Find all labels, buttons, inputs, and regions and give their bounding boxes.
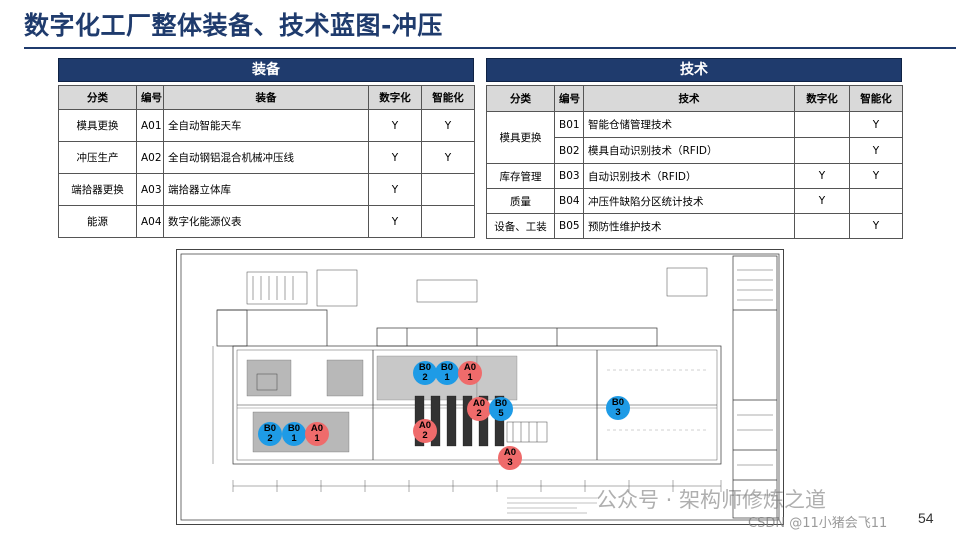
table-row: 模具更换 A01 全自动智能天车 Y Y [58,109,475,142]
cell-digital [794,213,850,239]
equipment-table: 分类 编号 装备 数字化 智能化 模具更换 A01 全自动智能天车 Y Y 冲压… [58,85,475,238]
table-row: 质量 B04 冲压件缺陷分区统计技术 Y [486,188,903,214]
col-equipment: 装备 [163,85,369,110]
cell-name: 模具自动识别技术（RFID） [583,137,795,164]
cell-name: 全自动智能天车 [163,109,369,142]
cell-code: B01 [554,111,584,138]
cell-smart: Y [849,111,903,138]
cell-code: B05 [554,213,584,239]
col-category: 分类 [58,85,137,110]
cell-smart [421,205,475,238]
technology-table: 分类 编号 技术 数字化 智能化 模具更换 B01 智能仓储管理技术 Y B02… [486,85,903,239]
col-smart: 智能化 [421,85,475,110]
cell-smart [421,173,475,206]
cell-smart: Y [421,141,475,174]
col-smart: 智能化 [849,85,903,112]
col-digital: 数字化 [368,85,422,110]
table-row: 端拾器更换 A03 端拾器立体库 Y [58,173,475,206]
cell-category: 设备、工装 [486,213,555,239]
table-row: 能源 A04 数字化能源仪表 Y [58,205,475,238]
cell-category: 质量 [486,188,555,214]
cell-smart [849,188,903,214]
page-title: 数字化工厂整体装备、技术蓝图-冲压 [24,11,443,40]
cell-code: A04 [136,205,164,238]
cell-smart: Y [849,213,903,239]
cell-name: 预防性维护技术 [583,213,795,239]
cell-name: 端拾器立体库 [163,173,369,206]
col-code: 编号 [136,85,164,110]
table-row: 库存管理 B03 自动识别技术（RFID） Y Y [486,163,903,189]
cell-category: 模具更换 [58,109,137,142]
cell-smart: Y [849,163,903,189]
table-row: 冲压生产 A02 全自动钢铝混合机械冲压线 Y Y [58,141,475,174]
table-row: 模具更换 B01 智能仓储管理技术 Y [486,111,903,164]
title-divider [24,47,956,49]
cell-category: 端拾器更换 [58,173,137,206]
cell-category: 冲压生产 [58,141,137,174]
cell-smart: Y [849,137,903,164]
floor-plan-svg [180,253,780,521]
cell-category: 能源 [58,205,137,238]
cell-code: B02 [554,137,584,164]
col-code: 编号 [554,85,584,112]
cell-digital: Y [368,141,422,174]
technology-header: 技术 [486,58,902,82]
table-row: 设备、工装 B05 预防性维护技术 Y [486,213,903,239]
cell-digital: Y [368,205,422,238]
wechat-watermark: 公众号 · 架构师修炼之道 [596,488,827,512]
cell-smart: Y [421,109,475,142]
cell-name: 全自动钢铝混合机械冲压线 [163,141,369,174]
equipment-panel: 装备 分类 编号 装备 数字化 智能化 模具更换 A01 全自动智能天车 Y Y… [58,58,475,238]
cell-digital: Y [368,173,422,206]
cell-category: 库存管理 [486,163,555,189]
cell-digital [794,111,850,138]
cell-code: A03 [136,173,164,206]
csdn-watermark: CSDN @11小猪会飞11 [748,516,888,531]
table-row: B02 模具自动识别技术（RFID） Y [487,137,903,164]
cell-name: 数字化能源仪表 [163,205,369,238]
technology-panel: 技术 分类 编号 技术 数字化 智能化 模具更换 B01 智能仓储管理技术 Y … [486,58,903,239]
cell-digital [794,137,850,164]
cell-code: B03 [554,163,584,189]
cell-name: 智能仓储管理技术 [583,111,795,138]
page-number: 54 [918,510,934,526]
cell-digital: Y [368,109,422,142]
col-digital: 数字化 [794,85,850,112]
cell-digital: Y [794,188,850,214]
col-category: 分类 [486,85,555,112]
cell-name: 自动识别技术（RFID） [583,163,795,189]
cell-name: 冲压件缺陷分区统计技术 [583,188,795,214]
cell-category: 模具更换 [486,111,555,164]
col-technology: 技术 [583,85,795,112]
cell-code: A01 [136,109,164,142]
cell-digital: Y [794,163,850,189]
cell-code: B04 [554,188,584,214]
equipment-header: 装备 [58,58,474,82]
cell-code: A02 [136,141,164,174]
